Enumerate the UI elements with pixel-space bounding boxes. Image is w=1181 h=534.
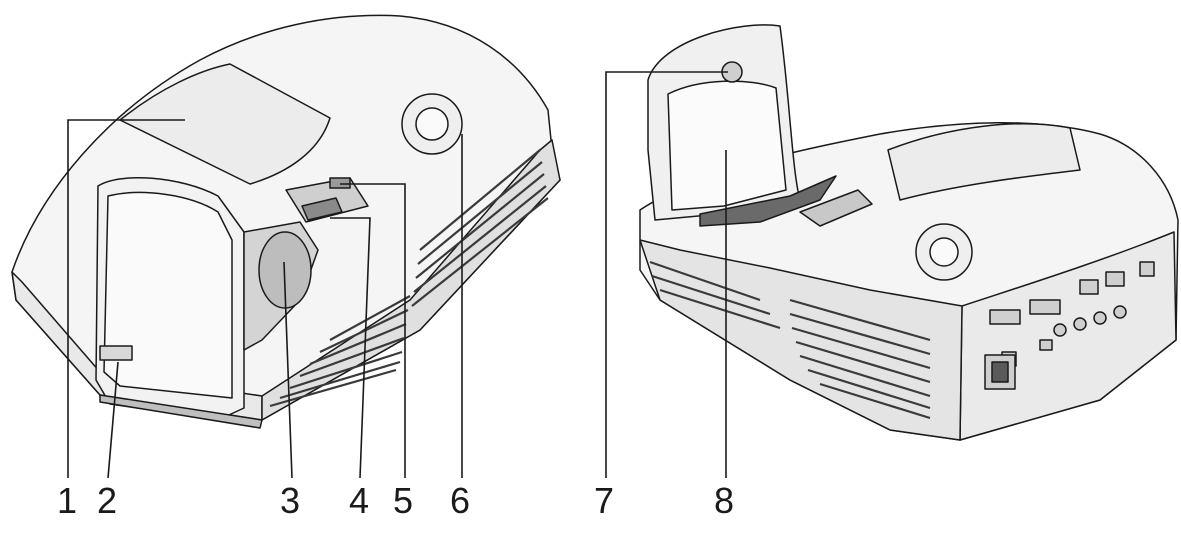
callout-number-5: 5 [393,480,414,521]
right-keypad-inner [929,237,959,267]
leader-2 [107,361,119,479]
callout-number-6: 6 [450,480,471,521]
leader-5 [340,183,406,478]
callout-number-4: 4 [349,480,370,521]
right-top-cover [887,123,1081,201]
callout-number-1: 1 [57,480,78,521]
left-vents [269,149,549,408]
lamp-cover [119,63,331,185]
zoom-lever [329,177,351,189]
callout-number-2: 2 [97,480,118,521]
callout-number-7: 7 [594,480,615,521]
left-projector-view [11,14,561,429]
leader-4 [330,217,371,479]
leader-3 [283,261,293,479]
leader-1 [67,119,185,478]
right-projector-view [639,24,1179,441]
left-side-wall [261,139,561,421]
ir-receiver [99,345,133,361]
left-keypad-inner [415,107,449,141]
power-socket-inner [991,361,1009,383]
left-top-shell [11,14,561,421]
leader-7 [605,71,728,478]
callout-leaders [67,71,728,479]
mirror-window [667,80,787,211]
focus-ring [301,197,343,221]
right-vents [649,260,931,420]
mirror-hood-face [103,191,233,399]
callout-number-3: 3 [280,480,301,521]
lens-base [699,175,837,227]
callout-number-8: 8 [714,480,735,521]
right-side-wall [639,239,963,441]
right-focus-slot [799,189,873,227]
left-base [99,394,263,429]
